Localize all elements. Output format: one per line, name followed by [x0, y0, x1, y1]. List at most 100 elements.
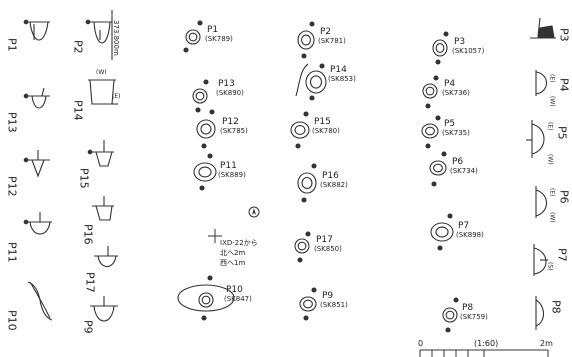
pit-p17: P17(SK850): [294, 231, 342, 263]
pit-outline: [297, 30, 315, 50]
pit-code: (SK850): [314, 245, 342, 253]
pit-outline: [432, 39, 448, 57]
section-p10: P10: [6, 281, 53, 331]
level-point: [201, 315, 207, 321]
mark-w-p4: (W): [549, 96, 556, 107]
section-label-p2: P2: [72, 40, 85, 54]
pit-code: (SK759): [460, 313, 488, 321]
level-point: [445, 327, 451, 333]
pit-bottom: [445, 310, 455, 320]
mark-e-p14: (E): [112, 93, 120, 100]
pit-bottom: [435, 43, 445, 53]
level-point: [301, 53, 307, 59]
section-label-p3: P3: [558, 28, 571, 42]
pit-outline: [290, 121, 310, 139]
pit-p2: P2(SK781): [297, 21, 346, 59]
pit-outline: [305, 70, 327, 94]
pit-p12: P12(SK785): [196, 109, 248, 149]
pit-bottom: [294, 125, 306, 135]
pit-outline: [429, 160, 447, 176]
level-point: [425, 143, 431, 149]
pit-label: P10: [226, 285, 243, 295]
level-point: [303, 315, 309, 321]
section-label-p13: P13: [6, 112, 19, 133]
level-point: [437, 245, 443, 251]
pit-p8: P8(SK759): [442, 297, 488, 333]
level-point: [435, 115, 441, 121]
pit-bottom: [425, 126, 435, 136]
section-label-p10: P10: [6, 310, 19, 331]
pit-code: (SK789): [205, 35, 233, 43]
grid-note-line-1: IXD-22から: [220, 239, 258, 247]
pit-code: (SK780): [312, 127, 340, 135]
pit-bottom: [425, 86, 435, 96]
section-p11: P11: [6, 212, 52, 263]
pit-outline: [421, 123, 439, 139]
section-label-p1: P1: [6, 38, 19, 52]
pit-outline: [442, 307, 458, 323]
pit-p3: P3(SK1057): [432, 31, 485, 65]
level-point: [431, 181, 437, 187]
mark-w-p14: (W): [96, 69, 107, 76]
pit-code: (SK890): [216, 89, 244, 97]
level-point: [305, 231, 311, 237]
scale-ratio: (1:60): [474, 339, 498, 348]
section-label-p6: P6: [558, 190, 571, 204]
grid-note-line-3: 西へ1m: [220, 259, 245, 267]
pit-p13: P13(SK890): [192, 79, 244, 113]
section-p4: P4 (E) (W): [535, 70, 571, 107]
level-point: [433, 75, 439, 81]
section-label-p17: P17: [84, 272, 97, 293]
section-p1: P1: [6, 19, 50, 52]
level-point: [309, 95, 315, 101]
scale-bar: 0 (1:60) 2m: [418, 339, 553, 357]
level-point: [303, 111, 309, 117]
grid-note-line-2: 北へ2m: [220, 249, 245, 257]
pit-p4: P4(SK736): [422, 75, 470, 109]
mark-e-p4: (E): [549, 74, 556, 82]
section-p13: P13: [6, 87, 50, 133]
pit-label: P12: [222, 117, 239, 127]
pit-p5: P5(SK735): [421, 115, 470, 149]
section-label-p15: P15: [78, 168, 91, 189]
pit-code: (SK889): [218, 171, 246, 179]
pit-bottom: [435, 226, 449, 238]
pit-p14-edge: [295, 63, 309, 97]
section-label-p14: P14: [72, 100, 85, 121]
section-p16: P16: [82, 196, 114, 245]
pit-label: P4: [444, 79, 455, 89]
level-point: [199, 185, 205, 191]
level-point: [295, 143, 301, 149]
pit-bottom: [188, 32, 198, 42]
mark-s-p7: (S): [547, 262, 554, 271]
pit-bottom: [301, 34, 311, 46]
pit-outline: [299, 296, 317, 312]
pit-bottom: [303, 299, 313, 309]
pit-bottom: [198, 166, 212, 178]
pit-p10-outer: [177, 284, 235, 312]
level-point: [209, 109, 215, 115]
section-label-p12: P12: [6, 176, 19, 197]
pit-outline: [185, 29, 201, 45]
pit-code: (SK736): [442, 89, 470, 97]
level-point: [319, 63, 325, 69]
level-point: [311, 287, 317, 293]
section-p15: P15: [78, 140, 114, 189]
level-point: [297, 257, 303, 263]
level-point: [195, 107, 201, 113]
level-point: [183, 47, 189, 53]
pit-outline: [422, 83, 438, 99]
level-point: [435, 59, 441, 65]
pit-code: (SK735): [442, 129, 470, 137]
pit-label: P9: [322, 291, 333, 301]
pit-code: (SK882): [320, 181, 348, 189]
pit-label: P13: [218, 79, 235, 89]
pit-label: P15: [314, 117, 331, 127]
pit-code: (SK785): [220, 127, 248, 135]
pit-p1: P1(SK789): [183, 20, 233, 53]
section-label-p5: P5: [556, 126, 569, 140]
pit-label: P5: [444, 119, 455, 129]
pit-label: P1: [207, 25, 218, 35]
pit-code: (SK853): [328, 75, 356, 83]
pit-outline: [198, 292, 214, 308]
